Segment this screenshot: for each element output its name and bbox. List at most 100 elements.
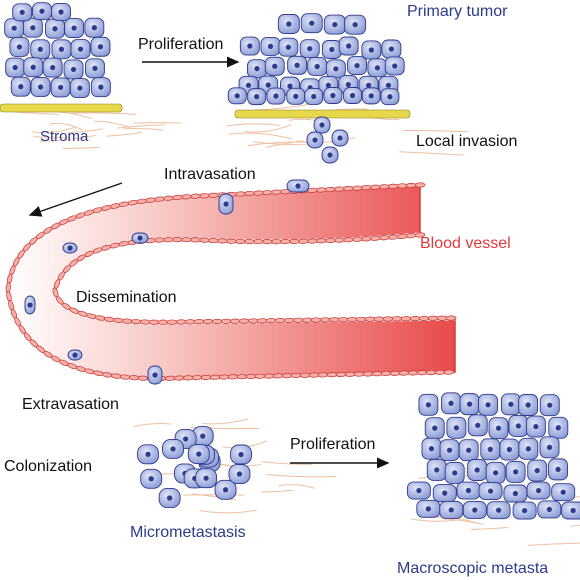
vessel-wall-cell [391,316,403,322]
label-macroscopic-metastasis: Macroscopic metasta [397,560,549,577]
vessel-wall-cell [184,319,196,325]
vessel-wall-cell [236,374,248,380]
blood-vessel-lumen [7,184,456,380]
tumor-cell [321,40,342,59]
tumor-cell [458,439,479,462]
vessel-wall-cell [180,194,192,200]
vessel-wall-cell [382,316,394,322]
vessel-wall-cell [252,190,264,196]
vessel-wall-cell [121,318,133,324]
vessel-wall-cell [153,237,165,243]
vessel-wall-cell [254,373,266,379]
stroma-fiber [133,423,171,428]
tumor-cell [467,414,488,437]
vessel-wall-cell [270,239,282,245]
tumor-cell [424,417,445,440]
stroma-fiber [32,136,70,139]
tumor-cell [384,56,405,76]
stroma-fiber [117,124,165,129]
vessel-wall-cell [198,193,210,199]
stroma-fiber [261,461,312,465]
stroma-fiber [266,474,336,478]
tumor-cell [539,394,560,417]
vessel-wall-cell [400,316,412,322]
tumor-cell [131,232,149,244]
vessel-wall-cell [279,239,291,245]
stroma-fiber [244,124,292,133]
vessel-wall-cell [263,373,275,379]
vessel-wall-cell [360,236,372,242]
vessel-wall-cell [171,237,183,243]
tumor-cell [24,295,36,315]
stroma-fiber [199,509,258,514]
tumor-cell [548,416,569,439]
tumor-cell [45,18,65,39]
tumor-cell [64,18,85,39]
vessel-wall-cell [211,318,223,325]
stroma-fiber [192,493,236,501]
tumor-cell [539,436,560,459]
vessel-wall-cell [290,372,302,379]
vessel-wall-cell [171,194,183,201]
vessel-wall-cell [128,375,140,381]
tumor-cell [63,59,84,80]
stroma-fiber [570,524,580,527]
tumor-cell [266,87,286,105]
tumor-cell [22,17,43,38]
tumor-cell [90,77,111,98]
vessel-wall-cell [245,373,257,380]
tumor-cell [247,88,267,106]
stroma-fiber [527,542,580,546]
vessel-wall-cells [5,182,457,382]
vessel-wall-cell [308,372,320,378]
tumor-cell [367,58,388,78]
vessel-wall-cell [326,372,338,378]
vessel-wall-cell [238,318,250,324]
tumor-cell [499,438,520,461]
vessel-wall-cell [207,192,219,198]
vessel-wall-cell [220,318,232,324]
tumor-cell [478,393,498,416]
vessel-wall-cell [148,319,160,325]
vessel-wall-cell [328,317,340,323]
vessel-wall-cell [200,374,212,380]
vessel-wall-cell [342,186,354,192]
vessel-wall-cell [414,182,426,188]
tumor-cell [338,36,359,56]
vessel-wall-cell [425,369,437,376]
tumor-cell [361,40,382,60]
blood-vessel-inner-wall [52,232,456,325]
tumor-cell [228,464,251,484]
vessel-wall-cell [139,319,151,325]
vessel-wall-cell [137,375,149,381]
vessel-wall-cell [193,319,205,325]
tumor-cell [260,36,281,56]
tumor-cell [323,87,343,104]
tumor-cell [548,458,568,481]
vessel-wall-cell [407,370,419,376]
vessel-wall-cell [166,319,178,325]
vessel-wall-cell [360,185,372,191]
stroma-fiber [68,128,104,133]
tumor-cell [551,483,576,502]
stroma-fiber [278,484,315,489]
tumor-cell [344,14,367,35]
vessel-wall-cell [216,238,228,244]
stroma-fiber [226,123,280,127]
label-micrometastasis: Micrometastasis [130,524,246,541]
tumor-cell [70,39,91,60]
vessel-wall-cell [247,318,259,324]
stroma-fiber [471,526,509,531]
stroma-fiber [410,518,460,522]
label-proliferation-top: Proliferation [138,36,224,53]
vessel-wall-cell [306,238,318,244]
tumor-cell [147,365,163,385]
vessel-wall-cell [373,316,385,322]
tumor-cell [526,481,551,500]
stroma-fiber [39,134,97,142]
vessel-wall-cell [272,373,284,379]
tumor-cell [480,438,501,461]
vessel-wall-cell [191,375,203,381]
